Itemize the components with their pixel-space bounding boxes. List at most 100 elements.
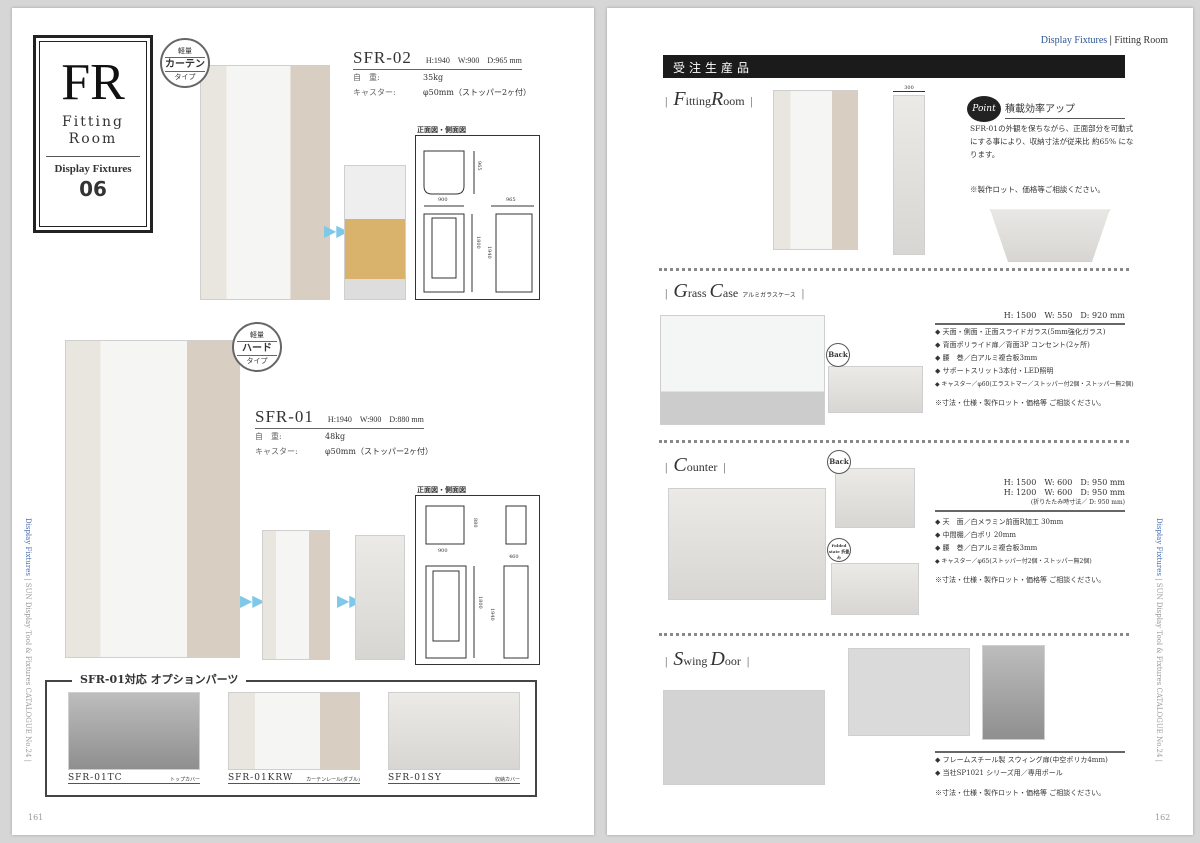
heading-word: itting — [685, 94, 711, 108]
model-dims: H:1940 W:900 D:880 mm — [327, 415, 424, 424]
model-code: SFR-01 — [255, 407, 314, 426]
spec-item: ◆ 背面ポリライド扉／背面3P コンセント(2ヶ所) — [935, 341, 1090, 349]
badge-top: 軽量 — [250, 331, 264, 339]
spec-item: ◆ 腰 巻／白アルミ複合板3mm — [935, 544, 1038, 552]
dim-height-inner: 1800 — [477, 596, 483, 609]
glass-case-dims: H: 1500 W: 550 D: 920 mm — [935, 311, 1125, 325]
heading-word: ounter — [686, 460, 718, 474]
dim-side: 460 — [509, 554, 519, 560]
heading-initial: G — [673, 280, 688, 302]
option-name: 収納カバー — [494, 777, 520, 783]
sfr01-folded-photo — [355, 535, 405, 660]
caster-label: キャスター: — [353, 88, 396, 97]
dims-line: (折りたたみ時寸法／ D: 950 mm) — [1030, 499, 1125, 506]
section-heading-fitting-room: |FittingRoom| — [665, 88, 753, 110]
dims-line: H: 1200 W: 600 D: 950 mm — [1003, 488, 1125, 497]
swing-door-specs: ◆ フレームスチール製 スウィング扉(中空ポリカ4mm) ◆ 当社SP1021 … — [935, 754, 1108, 780]
divider — [46, 156, 140, 157]
side-section: Display Fixtures — [1155, 518, 1163, 576]
badge-top: 軽量 — [178, 47, 192, 55]
back-badge: Back — [826, 343, 850, 367]
weight-label: 自 重: — [353, 73, 380, 82]
counter-specs: ◆ 天 面／白メラミン前面R加工 30mm ◆ 中間棚／白ポリ 20mm ◆ 腰… — [935, 516, 1092, 568]
weight-value: 35kg — [423, 73, 444, 82]
counter-back-photo — [835, 468, 915, 528]
badge-bottom: タイプ — [246, 357, 268, 365]
hard-type-badge: 軽量 ハード タイプ — [232, 322, 282, 372]
spec-item: ◆ サポートスリット3本付・LED照明 — [935, 367, 1054, 375]
option-code: SFR-01SY — [388, 773, 442, 783]
swing-door-note: ※寸法・仕様・製作ロット・価格等 ご相談ください。 — [935, 789, 1106, 797]
dim-depth: 880 — [472, 518, 478, 528]
technical-drawing — [425, 505, 529, 659]
spec-item: ◆ 当社SP1021 シリーズ用／専用ポール — [935, 769, 1063, 777]
heading-word: ase — [722, 286, 739, 300]
left-page: FR Fitting Room Display Fixtures 06 軽量 カ… — [12, 8, 594, 835]
heading-subtitle: アルミガラスケース — [742, 293, 796, 299]
heading-word: wing — [683, 654, 708, 668]
glass-case-note: ※寸法・仕様・製作ロット・価格等 ご相談ください。 — [935, 399, 1106, 407]
heading-word: oor — [724, 654, 741, 668]
sfr01-specs: 自 重:48kg キャスター:φ50mm（ストッパー2ヶ付） — [255, 429, 433, 459]
right-page: Display Fixtures | Fitting Room 受注生産品 |F… — [607, 8, 1193, 835]
swing-door-detail-photo — [982, 645, 1045, 740]
counter-dims: H: 1500 W: 600 D: 950 mm H: 1200 W: 600 … — [935, 478, 1125, 512]
point-badge: Point — [967, 96, 1001, 122]
option-code: SFR-01KRW — [228, 773, 294, 783]
option-name: トップカバー — [169, 777, 200, 783]
option-photo-storage-cover — [388, 692, 520, 770]
heading-initial: R — [710, 88, 724, 110]
spec-item: ◆ 天 面／白メラミン前面R加工 30mm — [935, 518, 1064, 526]
dims-line: H: 1500 W: 600 D: 950 mm — [1003, 478, 1125, 487]
sfr01-folding-photo — [262, 530, 330, 660]
option-photo-curtain-rail — [228, 692, 360, 770]
model-dims: H:1940 W:900 D:965 mm — [425, 56, 522, 65]
model-code: SFR-02 — [353, 48, 412, 67]
point-text: SFR-01の外観を保ちながら、正面部分を可動式にする事により、収納寸法が従来比… — [970, 124, 1134, 159]
option-caption: SFR-01TC トップカバー — [68, 773, 200, 784]
chapter-category: Display Fixtures — [54, 163, 132, 175]
sfr02-model: SFR-02 H:1940 W:900 D:965 mm — [353, 48, 522, 70]
running-header: Display Fixtures | Fitting Room — [1041, 35, 1168, 46]
sfr02-photo — [200, 65, 330, 300]
option-code: SFR-01TC — [68, 773, 123, 783]
glass-case-specs: ◆ 天面・側面・正面スライドガラス(5mm強化ガラス) ◆ 背面ポリライド扉／背… — [935, 326, 1134, 391]
spec-item: ◆ フレームスチール製 スウィング扉(中空ポリカ4mm) — [935, 756, 1108, 764]
section-divider — [659, 268, 1129, 271]
spec-item: ◆ 腰 巻／白アルミ複合板3mm — [935, 354, 1038, 362]
sfr01-photo — [65, 340, 240, 658]
made-to-order-banner: 受注生産品 — [663, 55, 1125, 78]
point-title: 積載効率アップ — [1005, 100, 1125, 119]
glass-case-photo — [660, 315, 825, 425]
side-catalog: SUN Display Tool & Fixtures CATALOGUE No… — [1155, 582, 1163, 758]
counter-folded-photo — [831, 563, 919, 615]
options-box — [45, 680, 537, 797]
drawing-label: 正面図・側面図 — [417, 126, 466, 134]
chapter-code: FR — [61, 54, 125, 111]
side-caption: Display Fixtures | SUN Display Tool & Fi… — [24, 518, 32, 763]
counter-photo — [668, 488, 826, 600]
heading-initial: C — [709, 280, 723, 302]
section-divider — [659, 633, 1129, 636]
heading-initial: D — [710, 648, 725, 670]
side-caption: Display Fixtures | SUN Display Tool & Fi… — [1155, 518, 1163, 763]
caster-value: φ50mm（ストッパー2ヶ付） — [423, 88, 532, 97]
arrow-right-icon: ▶▶ — [240, 591, 265, 610]
spec-item: ◆ 中間棚／白ポリ 20mm — [935, 531, 1017, 539]
chapter-box: FR Fitting Room Display Fixtures 06 — [33, 35, 153, 233]
header-section: Display Fixtures — [1040, 35, 1108, 46]
dim-width: 900 — [438, 548, 448, 554]
section-heading-swing-door: |Swing Door| — [665, 648, 750, 670]
caster-value: φ50mm（ストッパー2ヶ付） — [325, 447, 434, 456]
badge-bottom: タイプ — [174, 73, 196, 81]
divider — [935, 751, 1125, 753]
page-number: 162 — [1155, 813, 1171, 822]
back-badge: Back — [827, 450, 851, 474]
chapter-title-2: Room — [68, 131, 118, 147]
swing-door-photo — [663, 690, 825, 785]
spec-item: ◆ キャスター／φ60(エラストマー／ストッパー付2個・ストッパー無2個) — [935, 381, 1134, 388]
section-heading-counter: |Counter| — [665, 454, 726, 476]
heading-initial: S — [673, 648, 684, 670]
